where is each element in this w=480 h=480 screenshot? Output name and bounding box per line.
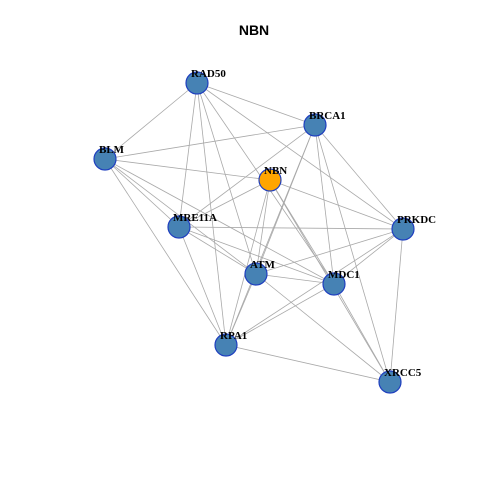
edge-rad50-mre11a <box>178 82 198 228</box>
node-label: BRCA1 <box>309 110 346 122</box>
node-circle <box>185 71 209 95</box>
node-brca1: BRCA1 <box>303 110 346 137</box>
node-mdc1: MDC1 <box>322 269 360 296</box>
edge-nbn-prkdc <box>269 179 404 230</box>
edge-brca1-mdc1 <box>314 124 335 285</box>
edge-mre11a-atm <box>178 226 257 275</box>
edge-prkdc-mdc1 <box>333 228 404 285</box>
edge-brca1-rpa1 <box>225 124 316 346</box>
node-label: ATM <box>250 259 275 271</box>
diagram-title: NBN <box>239 22 269 38</box>
node-rpa1: RPA1 <box>214 330 247 357</box>
edge-mre11a-mdc1 <box>178 226 335 285</box>
edge-rpa1-xrcc5 <box>225 344 391 383</box>
edge-rad50-brca1 <box>196 82 316 126</box>
node-xrcc5: XRCC5 <box>378 367 422 394</box>
node-label: RAD50 <box>191 68 226 80</box>
edge-mre11a-rpa1 <box>178 226 227 346</box>
node-label: NBN <box>264 165 287 177</box>
edge-prkdc-rpa1 <box>225 228 404 346</box>
edge-rad50-blm <box>104 82 198 160</box>
node-label: PRKDC <box>397 214 436 226</box>
edge-brca1-blm <box>104 124 316 160</box>
edge-layer <box>104 82 404 383</box>
node-circle <box>391 217 415 241</box>
edge-brca1-xrcc5 <box>314 124 391 383</box>
node-circle <box>303 113 327 137</box>
edge-atm-mdc1 <box>255 273 335 285</box>
edge-prkdc-xrcc5 <box>389 228 404 383</box>
node-label: MRE11A <box>173 212 217 224</box>
edge-mdc1-xrcc5 <box>333 283 391 383</box>
node-circle <box>93 147 117 171</box>
edge-brca1-mre11a <box>178 124 316 228</box>
node-mre11a: MRE11A <box>167 212 217 239</box>
node-label: RPA1 <box>220 330 247 342</box>
edge-rad50-prkdc <box>196 82 404 230</box>
edge-blm-rpa1 <box>104 158 227 346</box>
node-circle <box>244 262 268 286</box>
node-blm: BLM <box>93 144 125 171</box>
edge-blm-mdc1 <box>104 158 335 285</box>
edge-blm-nbn <box>104 158 271 181</box>
edge-atm-rpa1 <box>225 273 257 346</box>
edge-nbn-mre11a <box>178 179 271 228</box>
edge-rad50-atm <box>196 82 257 275</box>
edge-mdc1-rpa1 <box>225 283 335 346</box>
node-label: MDC1 <box>328 269 360 281</box>
node-circle <box>258 168 282 192</box>
node-atm: ATM <box>244 259 275 286</box>
node-label: BLM <box>99 144 125 156</box>
edge-mre11a-prkdc <box>178 226 404 230</box>
edge-brca1-prkdc <box>314 124 404 230</box>
node-circle <box>378 370 402 394</box>
node-nbn: NBN <box>258 165 287 192</box>
edge-nbn-rpa1 <box>225 179 271 346</box>
node-label: XRCC5 <box>384 367 422 379</box>
node-circle <box>214 333 238 357</box>
node-circle <box>322 272 346 296</box>
node-circle <box>167 215 191 239</box>
node-rad50: RAD50 <box>185 68 226 95</box>
edge-blm-mre11a <box>104 158 180 228</box>
edge-nbn-atm <box>255 179 271 275</box>
edge-rad50-rpa1 <box>196 82 227 346</box>
edge-atm-xrcc5 <box>255 273 391 383</box>
edge-prkdc-atm <box>255 228 404 275</box>
node-prkdc: PRKDC <box>391 214 436 241</box>
